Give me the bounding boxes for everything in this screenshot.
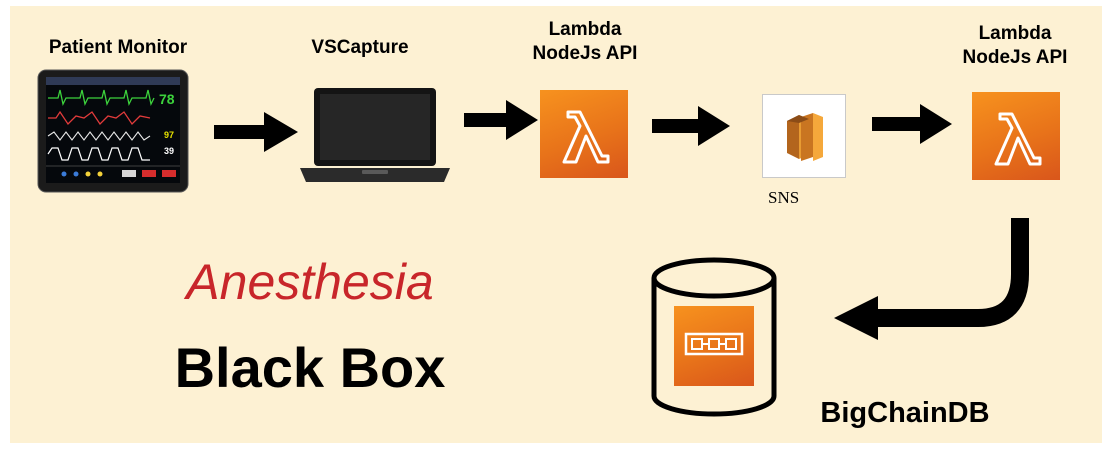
arrow-lambda1-to-sns [652, 106, 730, 146]
sns-tile [762, 94, 846, 178]
lambda2-label-line1: Lambda [978, 23, 1052, 44]
patient-monitor-icon: 78 97 39 [37, 69, 189, 193]
arrow-monitor-to-vscapture [214, 112, 298, 152]
diagram-background [10, 6, 1102, 443]
arrow-sns-to-lambda2 [872, 104, 952, 144]
arrow-vscapture-to-lambda1 [464, 100, 538, 140]
lambda-icon [994, 112, 1042, 166]
monitor-v2-value: 97 [164, 130, 174, 140]
lambda1-tile [540, 90, 628, 178]
arrow-lambda2-to-bigchaindb [834, 218, 1029, 340]
bigchaindb-label: BigChainDB [820, 397, 990, 429]
lambda2-tile [972, 92, 1060, 180]
lambda1-label-line2: NodeJs API [532, 43, 638, 64]
lambda1-label-line1: Lambda [548, 19, 622, 40]
monitor-v3-value: 39 [164, 146, 174, 156]
sns-label: SNS [768, 188, 800, 207]
blockchain-icon [684, 332, 744, 356]
monitor-hr-value: 78 [159, 91, 175, 107]
bigchaindb-tile [674, 306, 754, 386]
laptop-icon [300, 88, 450, 182]
title-line1: Anesthesia [186, 254, 434, 310]
vscapture-label: VSCapture [311, 37, 409, 58]
title-line2: Black Box [174, 336, 446, 399]
lambda-icon [562, 110, 610, 164]
patient-monitor-label: Patient Monitor [48, 37, 188, 58]
lambda2-label-line2: NodeJs API [962, 47, 1068, 68]
sns-icon [787, 113, 823, 161]
